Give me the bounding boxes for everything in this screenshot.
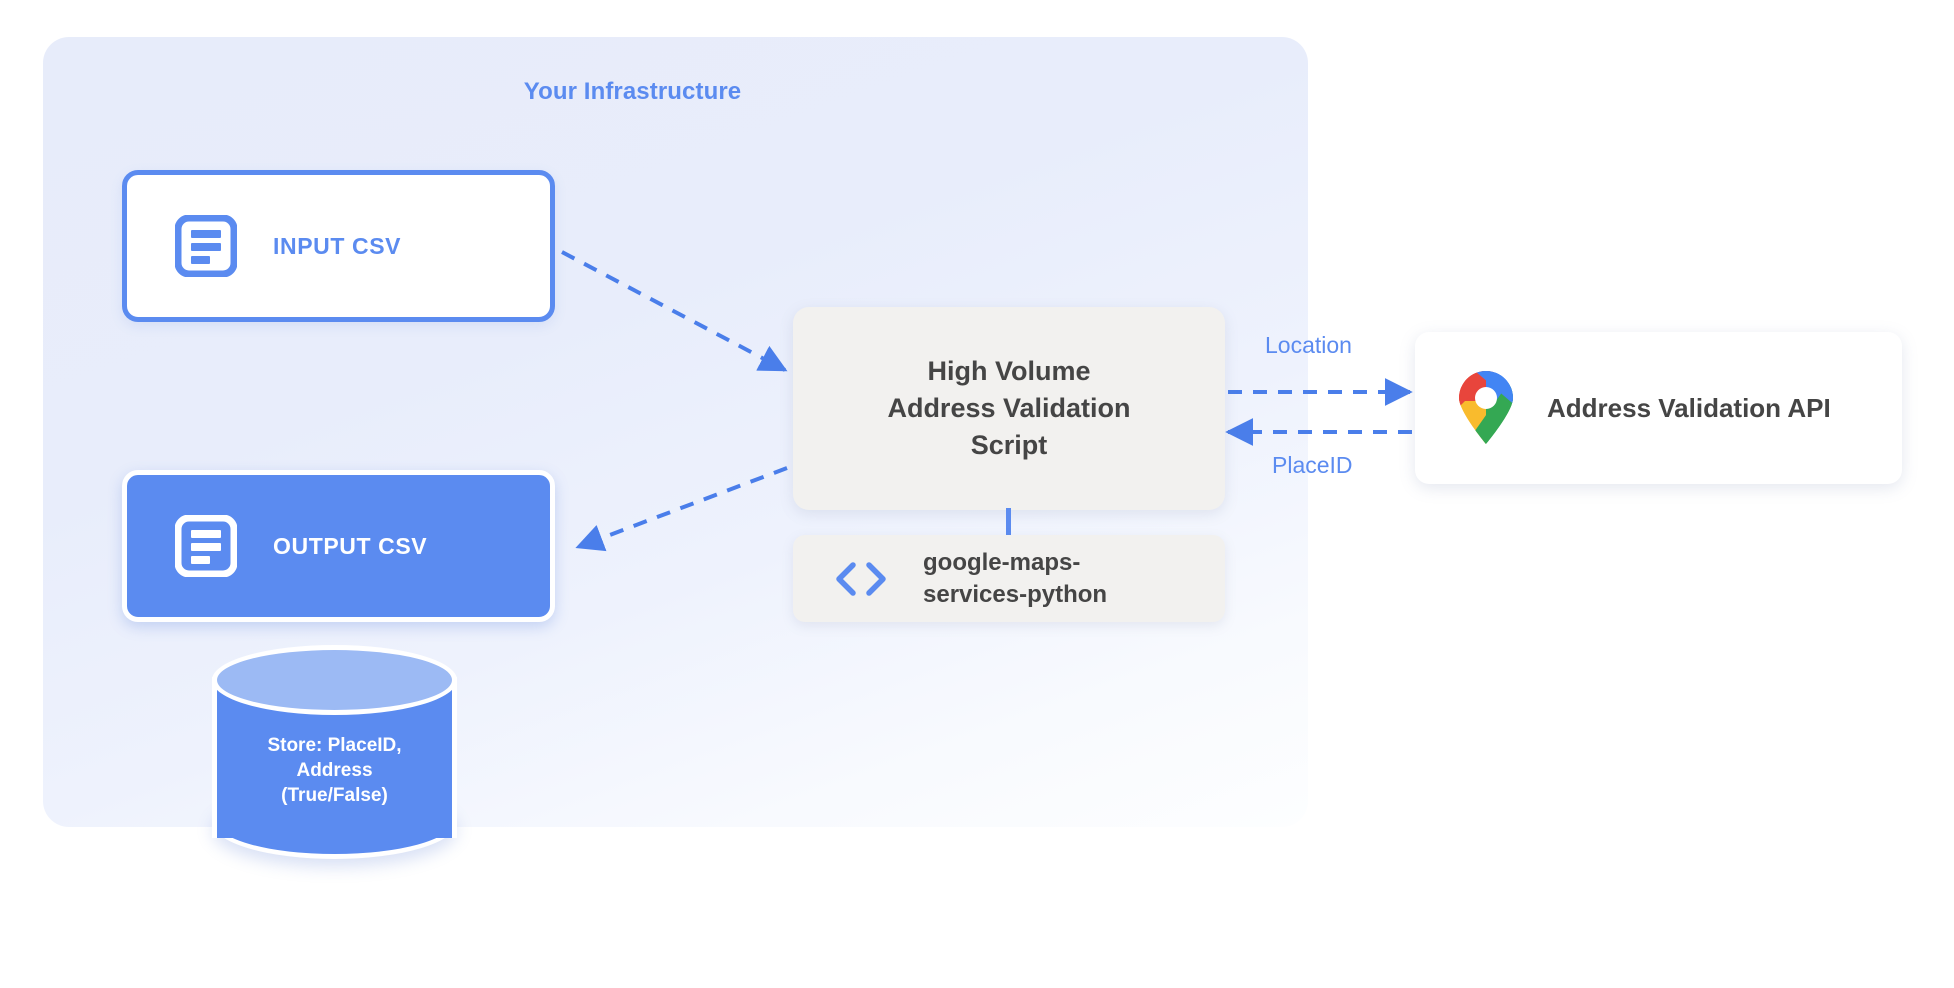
document-icon (175, 515, 237, 577)
edge-script-to-library (1006, 508, 1011, 540)
node-input-csv-label: INPUT CSV (273, 232, 402, 259)
node-datastore[interactable]: Store: PlaceID, Address (True/False) (212, 645, 457, 870)
edge-label-location: Location (1265, 332, 1352, 358)
google-maps-pin-icon (1459, 371, 1514, 445)
node-datastore-label: Store: PlaceID, Address (True/False) (212, 733, 457, 808)
node-library[interactable]: google-maps- services-python (793, 535, 1225, 622)
cylinder-top (212, 645, 457, 715)
datastore-line-3: (True/False) (281, 785, 388, 807)
code-brackets-icon (836, 561, 886, 596)
datastore-line-1: Store: PlaceID, (267, 735, 402, 756)
node-address-validation-api[interactable]: Address Validation API (1415, 332, 1902, 484)
infrastructure-title: Your Infrastructure (523, 78, 742, 105)
node-library-label: google-maps- services-python (923, 547, 1107, 609)
node-api-label: Address Validation API (1547, 392, 1831, 423)
node-output-csv-label: OUTPUT CSV (273, 532, 428, 559)
datastore-line-2: Address (296, 760, 373, 782)
node-output-csv[interactable]: OUTPUT CSV (122, 470, 555, 622)
node-script[interactable]: High Volume Address Validation Script (793, 307, 1225, 510)
script-line-1: High Volume (927, 355, 1091, 386)
script-line-2: Address Validation (887, 392, 1131, 423)
node-script-label: High Volume Address Validation Script (887, 353, 1130, 465)
library-line-1: google-maps- (923, 549, 1081, 577)
edge-label-placeid: PlaceID (1272, 452, 1353, 478)
document-icon (175, 215, 237, 277)
script-line-3: Script (970, 430, 1048, 461)
node-input-csv[interactable]: INPUT CSV (122, 170, 555, 322)
library-line-2: services-python (923, 580, 1108, 608)
